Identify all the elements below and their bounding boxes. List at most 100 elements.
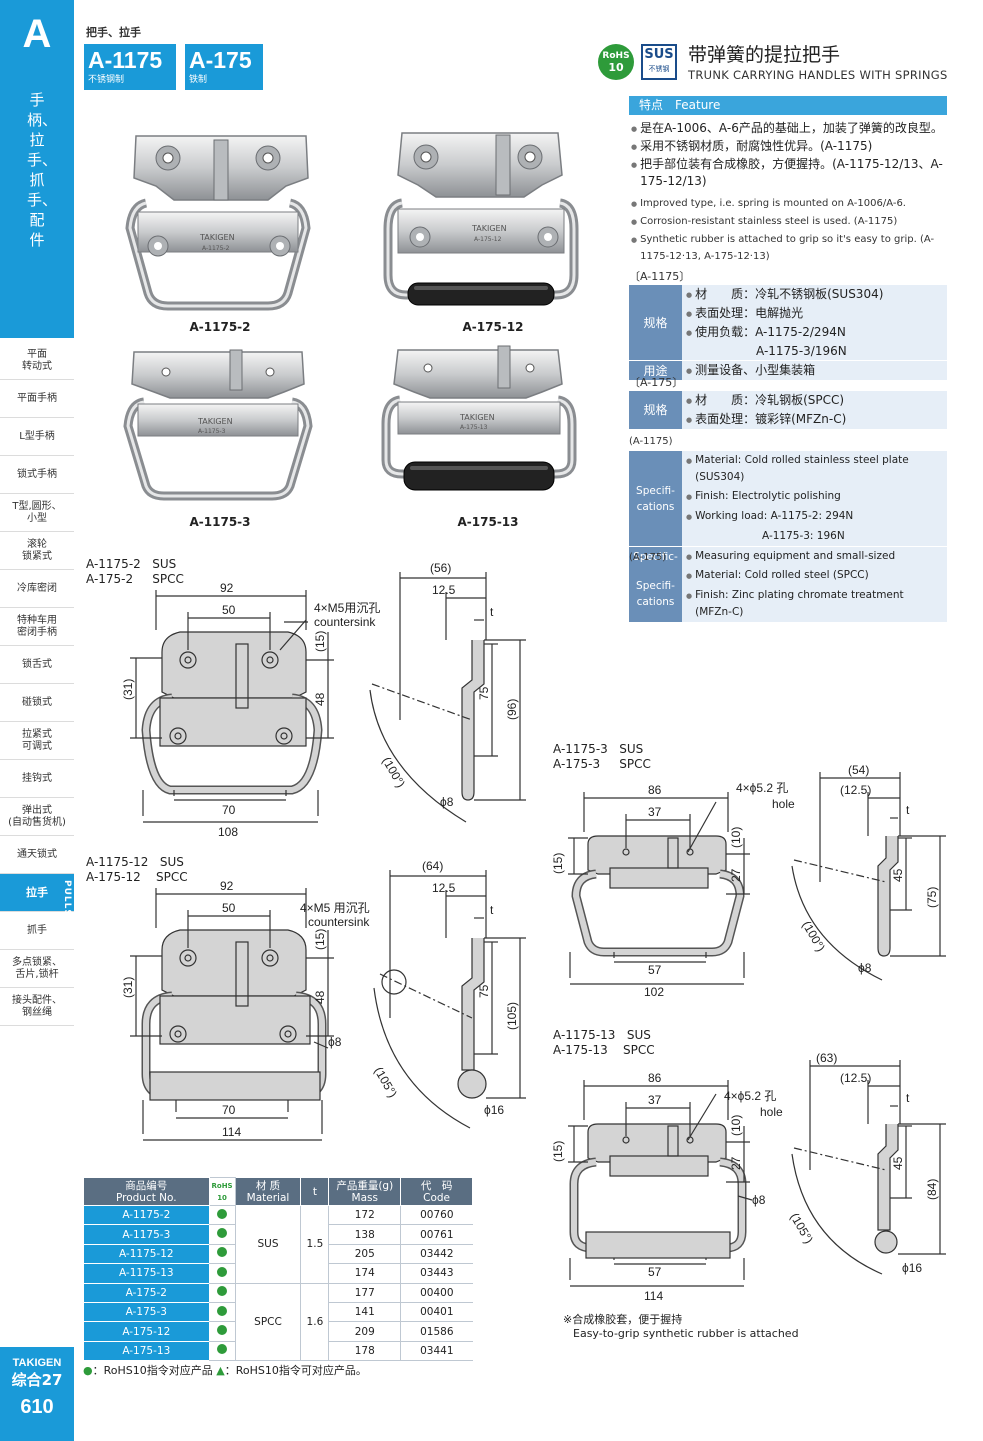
rohs-badge-number: 10: [608, 61, 624, 74]
page-number: 610: [20, 1396, 54, 1418]
spec-row-text: Material: Cold rolled stainless steel pl…: [686, 452, 943, 486]
photo-label: A-1175-3: [189, 515, 251, 529]
drawing-material: SPCC: [156, 870, 188, 884]
product-no: A-1175-12: [83, 1244, 210, 1265]
photo-marking-code: A-1175-3: [198, 428, 226, 435]
sidebar-nav-item[interactable]: 平面 转动式: [0, 342, 74, 380]
spec-row: 表面处理：电解抛光: [682, 304, 947, 323]
dim-thickness: t: [490, 605, 494, 619]
dim-bar-diameter: ϕ8: [328, 1035, 342, 1049]
product-no: A-175-3: [83, 1302, 210, 1323]
col-mass-cn: 产品重量(g): [336, 1179, 394, 1192]
dim-grip-width: 57: [648, 1265, 662, 1279]
sidebar-nav-item[interactable]: 挂钩式: [0, 760, 74, 798]
sidebar-nav-item[interactable]: L型手柄: [0, 418, 74, 456]
sidebar-nav-item[interactable]: 特种车用 密闭手柄: [0, 608, 74, 646]
sidebar-nav-item[interactable]: 拉紧式 可调式: [0, 722, 74, 760]
dim-side-offset: (12.5): [840, 783, 871, 797]
dim-side-depth: (63): [816, 1051, 837, 1065]
spec-row-text: 表面处理：镀彩锌(MFZn-C): [686, 411, 943, 428]
mass-cell: 138: [328, 1224, 401, 1245]
dim-width: 86: [648, 783, 662, 797]
dim-side-h1: 75: [477, 686, 491, 700]
sidebar-nav-item[interactable]: 平面手柄: [0, 380, 74, 418]
feature-item: Improved type, i.e. spring is mounted on…: [631, 195, 951, 213]
sidebar-active-en: PULLS: [62, 880, 72, 917]
sidebar-nav-item[interactable]: 弹出式 (自动售货机): [0, 798, 74, 836]
spec-row-text: Finish: Zinc plating chromate treatment …: [686, 587, 943, 621]
spec-row: A-1175-3: 196N: [682, 527, 947, 547]
dim-side-h2: (96): [505, 699, 519, 720]
mass-cell: 174: [328, 1263, 401, 1284]
dim-grip-diameter: ϕ16: [484, 1103, 504, 1117]
sidebar-category: 手柄、拉手、抓手、配件: [27, 91, 58, 249]
spec-row: Material: Cold rolled stainless steel pl…: [682, 451, 947, 487]
sidebar-nav-item[interactable]: 通天锁式: [0, 836, 74, 874]
col-rohs: RoHS 10: [208, 1177, 236, 1206]
feature-list-cn: 是在A-1006、A-6产品的基础上，加装了弹簧的改良型。 采用不锈钢材质，耐腐…: [631, 120, 951, 190]
photo-marking-brand: TAKIGEN: [197, 417, 233, 426]
dim-thickness: t: [906, 803, 910, 817]
mass-cell: 141: [328, 1302, 401, 1323]
dim-grip-width: 57: [648, 963, 662, 977]
photo-marking-code: A-175-13: [460, 424, 488, 431]
model-box-a175: A-175 铁制: [185, 44, 263, 90]
product-no: A-175-2: [83, 1283, 210, 1303]
spec-row-text: 材 质：冷轧不锈钢板(SUS304): [686, 286, 943, 303]
use-row-text: 测量设备、小型集装箱: [686, 362, 943, 379]
sidebar-nav-item[interactable]: 碰锁式: [0, 684, 74, 722]
dim-hole-note: 4×M5 用沉孔: [300, 901, 370, 915]
brand-name: TAKIGEN: [12, 1357, 62, 1369]
drawing-model: A-1175-2: [86, 557, 141, 571]
sidebar-nav-item[interactable]: 滚轮 锁紧式: [0, 532, 74, 570]
sidebar-nav-item[interactable]: 接头配件、 钢丝绳: [0, 988, 74, 1026]
photo-label: A-175-12: [462, 320, 524, 334]
dim-angle: (100°): [379, 755, 408, 790]
dim-total-width: 108: [218, 825, 238, 839]
sidebar-nav-item[interactable]: T型,圆形、 小型: [0, 494, 74, 532]
sus-badge-text: SUS: [644, 47, 674, 62]
sidebar-nav-item[interactable]: 抓手: [0, 912, 74, 950]
sidebar-nav-item[interactable]: 多点锁紧、 舌片,锁杆: [0, 950, 74, 988]
mass-cell: 172: [328, 1205, 401, 1226]
mass-cell: 209: [328, 1321, 401, 1342]
code-cell: 00400: [400, 1283, 473, 1303]
spec-label-en-a1175: (A-1175): [629, 436, 673, 447]
thickness-cell: 1.5: [300, 1205, 329, 1284]
dimension-drawing-a1175-3: 86 37 57 102 (15) (10) 27 4×ϕ5.2 孔 hole …: [551, 763, 946, 999]
sidebar-nav-item[interactable]: 锁式手柄: [0, 456, 74, 494]
drawing-material: SUS: [626, 1028, 651, 1042]
sidebar-footer: TAKIGEN 综合27 610: [0, 1347, 74, 1441]
spec-row-text: Finish: Electrolytic polishing: [686, 488, 943, 506]
drawing-model: A-175-2: [86, 572, 134, 586]
spec-row-text: 使用负载：A-1175-2/294N: [686, 324, 943, 341]
page-title-en: TRUNK CARRYING HANDLES WITH SPRINGS: [688, 68, 948, 82]
dim-h1: (31): [121, 977, 135, 998]
col-mass-en: Mass: [351, 1191, 378, 1204]
table-row: A-1175-12 205 03442: [83, 1244, 473, 1265]
material-cell: SUS: [234, 1205, 301, 1284]
table-row: A-175-3 141 00401: [83, 1302, 473, 1323]
code-cell: 03442: [400, 1244, 473, 1265]
dim-width: 92: [220, 581, 234, 595]
spec-row: 使用负载：A-1175-2/294N: [682, 323, 947, 342]
table-row: A-175-2 SPCC 1.6 177 00400: [83, 1283, 473, 1362]
dim-h3: 27: [729, 868, 743, 882]
product-no: A-1175-2: [83, 1205, 210, 1226]
sidebar-nav-item[interactable]: 冷库密闭: [0, 570, 74, 608]
feature-item: 把手部位装有合成橡胶，方便握持。(A-1175-12/13、A-175-12/1…: [631, 156, 951, 190]
feature-list-en: Improved type, i.e. spring is mounted on…: [631, 195, 951, 265]
drawing-label-a1175-12: A-1175-12 SUS A-175-12 SPCC: [86, 855, 188, 885]
table-row: A-175-12 209 01586: [83, 1321, 473, 1342]
dim-h3: 48: [313, 990, 327, 1004]
product-photo-a1175-3: TAKIGEN A-1175-3: [123, 349, 313, 501]
sidebar-nav-item[interactable]: 锁舌式: [0, 646, 74, 684]
dim-hole-note: 4×ϕ5.2 孔: [736, 781, 788, 795]
code-cell: 03443: [400, 1263, 473, 1284]
rubber-note-en: Easy-to-grip synthetic rubber is attache…: [573, 1327, 799, 1340]
model-material: 不锈钢制: [88, 75, 125, 85]
